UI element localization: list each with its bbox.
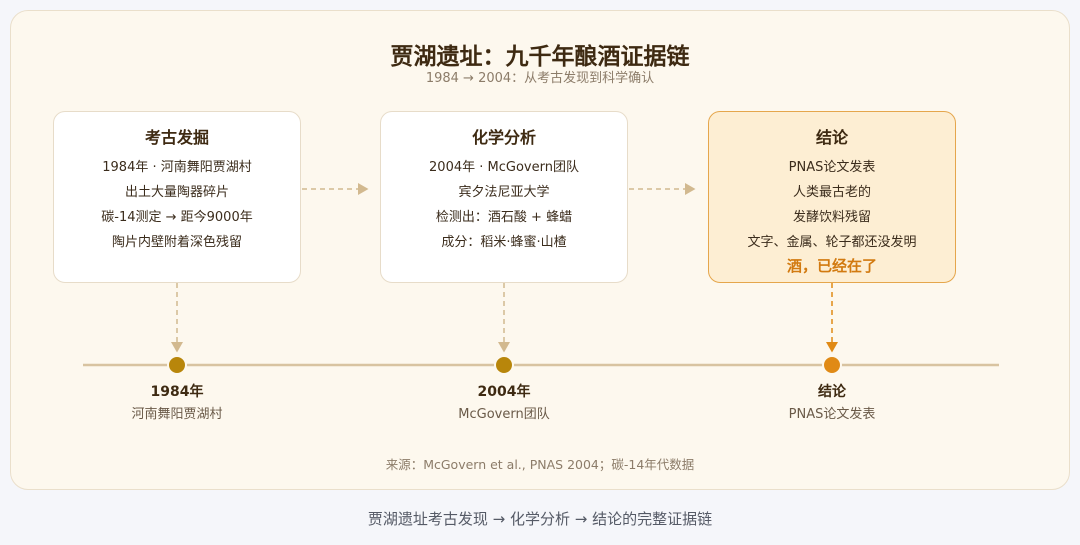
box-line: 文字、金属、轮子都还没发明 — [747, 235, 917, 250]
figure-caption: 贾湖遗址考古发现 → 化学分析 → 结论的完整证据链 — [367, 510, 713, 528]
box-line: 发酵饮料残留 — [792, 210, 871, 225]
box-line: 宾夕法尼亚大学 — [458, 185, 550, 200]
source-note: 来源：McGovern et al., PNAS 2004；碳-14年代数据 — [385, 457, 695, 472]
box-line: 2004年 · McGovern团队 — [429, 160, 579, 175]
timeline-label: 2004年 — [477, 384, 531, 400]
box-title: 化学分析 — [471, 128, 536, 147]
box-line: 碳-14测定 → 距今9000年 — [101, 210, 253, 225]
box-conclusion: 结论 PNAS论文发表 人类最古老的 发酵饮料残留 文字、金属、轮子都还没发明 … — [708, 111, 956, 283]
box-chemical-analysis: 化学分析 2004年 · McGovern团队 宾夕法尼亚大学 检测出：酒石酸 … — [380, 111, 628, 283]
box-line: 1984年 · 河南舞阳贾湖村 — [102, 160, 252, 175]
diagram-card: 贾湖遗址：九千年酿酒证据链 1984 → 2004：从考古发现到科学确认 考古发… — [10, 10, 1070, 490]
timeline-desc: 河南舞阳贾湖村 — [131, 407, 223, 422]
timeline-desc: PNAS论文发表 — [788, 407, 876, 422]
box-line: 检测出：酒石酸 + 蜂蜡 — [435, 210, 573, 225]
connector-overlay — [83, 183, 999, 375]
box-title: 结论 — [815, 128, 848, 147]
box-excavation: 考古发掘 1984年 · 河南舞阳贾湖村 出土大量陶器碎片 碳-14测定 → 距… — [53, 111, 301, 283]
conclusion-highlight: 酒，已经在了 — [786, 257, 877, 275]
timeline-node-conclusion — [822, 355, 842, 375]
timeline-node-1984 — [167, 355, 187, 375]
timeline-desc: McGovern团队 — [458, 407, 550, 422]
timeline-label: 结论 — [818, 384, 846, 400]
box-line: 出土大量陶器碎片 — [124, 185, 229, 200]
box-line: 人类最古老的 — [792, 185, 871, 200]
timeline-label: 1984年 — [150, 384, 204, 400]
box-line: PNAS论文发表 — [788, 160, 876, 175]
diagram-subtitle: 1984 → 2004：从考古发现到科学确认 — [425, 71, 655, 86]
box-title: 考古发掘 — [144, 128, 209, 147]
box-line: 成分：稻米·蜂蜜·山楂 — [441, 235, 567, 250]
diagram-title: 贾湖遗址：九千年酿酒证据链 — [390, 44, 690, 70]
box-line: 陶片内壁附着深色残留 — [111, 235, 242, 250]
timeline-node-2004 — [494, 355, 514, 375]
